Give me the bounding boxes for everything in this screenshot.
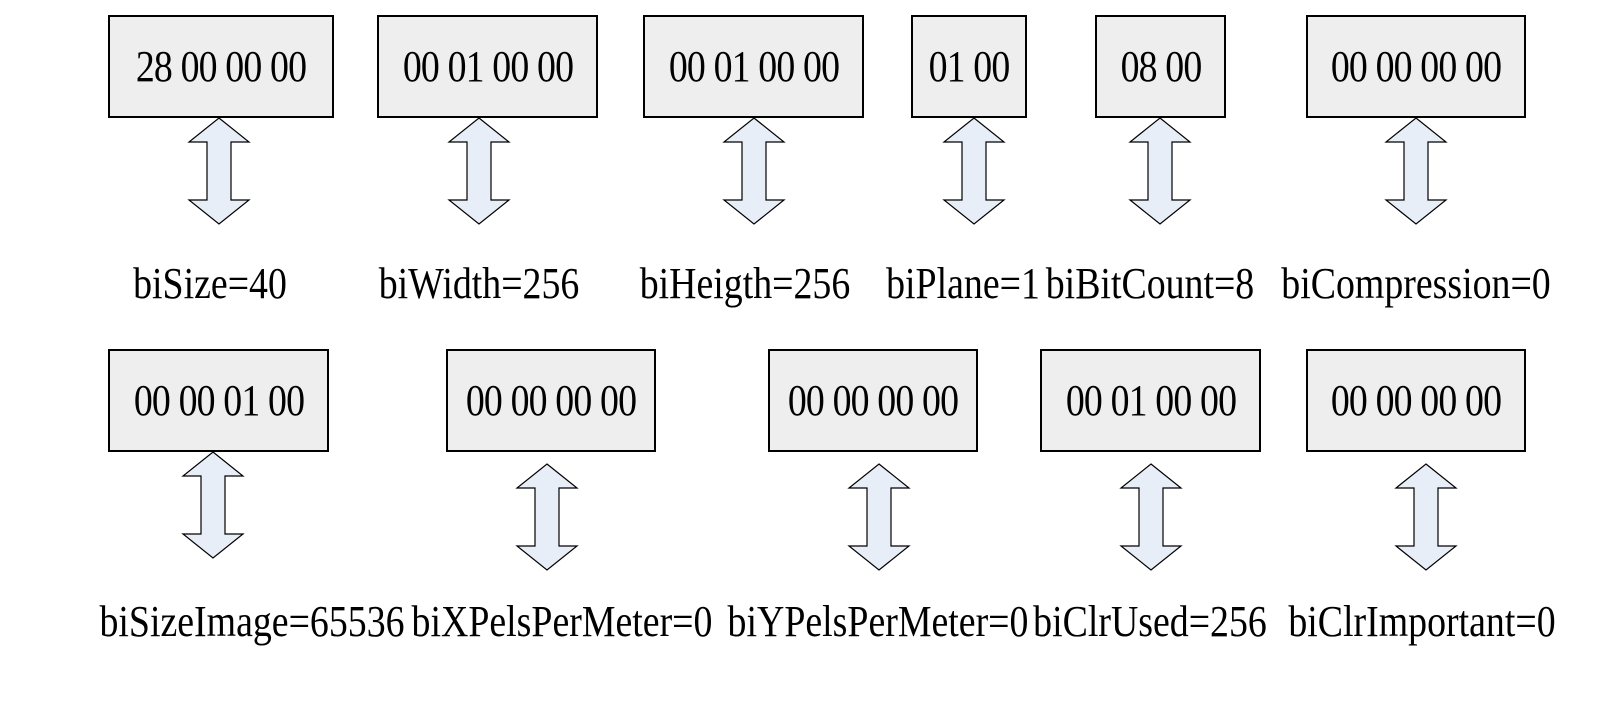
field-label-bicompression: biCompression=0 bbox=[1281, 259, 1551, 308]
hex-value: 00 00 00 00 bbox=[1330, 42, 1502, 91]
field-label-biheight: biHeigth=256 bbox=[639, 259, 851, 308]
field-label-biypelspermeter: biYPelsPerMeter=0 bbox=[727, 597, 1029, 646]
double-arrow-icon bbox=[1394, 463, 1458, 571]
field-label-bisize: biSize=40 bbox=[133, 259, 287, 308]
hex-value: 00 01 00 00 bbox=[668, 42, 839, 91]
double-arrow-icon bbox=[1119, 463, 1183, 571]
hex-box-biclrused: 00 01 00 00 bbox=[1040, 349, 1261, 452]
hex-value: 00 00 00 00 bbox=[1330, 376, 1502, 425]
hex-box-bisize: 28 00 00 00 bbox=[108, 15, 334, 118]
hex-value: 00 00 00 00 bbox=[465, 376, 637, 425]
double-arrow-icon bbox=[187, 117, 251, 225]
hex-value: 01 00 bbox=[928, 42, 1011, 91]
double-arrow-icon bbox=[515, 463, 579, 571]
field-label-biclrused: biClrUsed=256 bbox=[1033, 597, 1267, 646]
double-arrow-icon bbox=[1384, 117, 1448, 225]
field-label-biplane: biPlane=1 bbox=[886, 259, 1040, 308]
double-arrow-icon bbox=[1128, 117, 1192, 225]
double-arrow-icon bbox=[847, 463, 911, 571]
field-label-biclrimportant: biClrImportant=0 bbox=[1288, 597, 1556, 646]
hex-value: 00 01 00 00 bbox=[402, 42, 573, 91]
hex-value: 00 00 00 00 bbox=[787, 376, 959, 425]
hex-box-bicompression: 00 00 00 00 bbox=[1306, 15, 1526, 118]
double-arrow-icon bbox=[181, 451, 245, 559]
field-label-bisizeimage: biSizeImage=65536 bbox=[99, 597, 405, 646]
hex-box-biheight: 00 01 00 00 bbox=[643, 15, 864, 118]
hex-box-biwidth: 00 01 00 00 bbox=[377, 15, 598, 118]
hex-box-bixpelspermeter: 00 00 00 00 bbox=[446, 349, 656, 452]
hex-box-bibitcount: 08 00 bbox=[1095, 15, 1226, 118]
hex-value: 00 00 01 00 bbox=[133, 376, 304, 425]
hex-box-bisizeimage: 00 00 01 00 bbox=[108, 349, 329, 452]
hex-box-biypelspermeter: 00 00 00 00 bbox=[768, 349, 978, 452]
hex-value: 28 00 00 00 bbox=[135, 42, 307, 91]
field-label-bixpelspermeter: biXPelsPerMeter=0 bbox=[411, 597, 713, 646]
double-arrow-icon bbox=[447, 117, 511, 225]
field-label-bibitcount: biBitCount=8 bbox=[1045, 259, 1255, 308]
field-label-biwidth: biWidth=256 bbox=[378, 259, 580, 308]
hex-value: 00 01 00 00 bbox=[1065, 376, 1236, 425]
hex-box-biplane: 01 00 bbox=[911, 15, 1027, 118]
double-arrow-icon bbox=[722, 117, 786, 225]
hex-box-biclrimportant: 00 00 00 00 bbox=[1306, 349, 1526, 452]
double-arrow-icon bbox=[942, 117, 1006, 225]
hex-value: 08 00 bbox=[1120, 42, 1202, 91]
